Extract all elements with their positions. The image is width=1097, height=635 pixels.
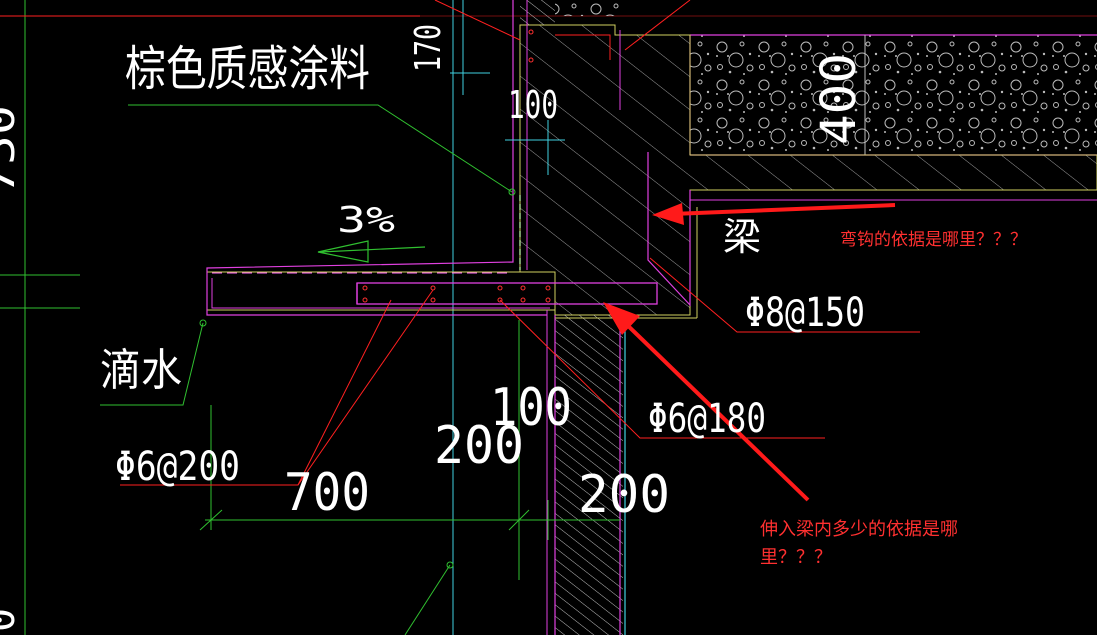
- rebar-left-label: Φ6@200: [115, 444, 240, 490]
- dim-700: 700: [284, 463, 370, 523]
- dim-200-a: 200: [434, 416, 524, 476]
- dimension-700: [199, 320, 620, 580]
- dim-400: 400: [811, 53, 867, 145]
- rebar-mid-label: Φ6@180: [648, 396, 766, 442]
- slope-label: 3%: [337, 200, 395, 241]
- leader-lines: [100, 0, 920, 635]
- anchor-question-text-line1: 伸入梁内多少的依据是哪: [760, 519, 958, 540]
- dim-100-mid: 100: [490, 378, 572, 438]
- dim-200-b: 200: [578, 465, 670, 525]
- dim-100-top: 100: [508, 83, 558, 127]
- material-note-label: 棕色质感涂料: [125, 41, 370, 97]
- concrete-section: [206, 0, 1097, 635]
- anchor-question-text-line2: 里？？？: [760, 547, 832, 568]
- hook-question-text: 弯钩的依据是哪里？？？: [840, 230, 1027, 250]
- dimension-lines: [450, 0, 565, 175]
- beam-label: 梁: [723, 215, 761, 259]
- drawing-text: 棕色质感涂料 3% 滴水 梁 Φ8@150 Φ6@180 Φ6@200 170 …: [0, 24, 867, 632]
- hook-question-arrow: [671, 203, 896, 216]
- reinforcement: [356, 29, 658, 305]
- dim-0-partial: 0: [0, 608, 24, 632]
- rebar-top-label: Φ8@150: [745, 290, 865, 336]
- finish-outline: [206, 0, 1097, 319]
- anchor-question-arrow: [620, 318, 810, 502]
- dim-170: 170: [408, 24, 449, 72]
- drip-label: 滴水: [100, 345, 182, 396]
- dim-750-partial: 750: [0, 105, 24, 195]
- slope-arrow: [317, 240, 426, 263]
- question-notes: 弯钩的依据是哪里？？？ 伸入梁内多少的依据是哪 里？？？: [760, 230, 1027, 568]
- question-arrows: [603, 203, 896, 502]
